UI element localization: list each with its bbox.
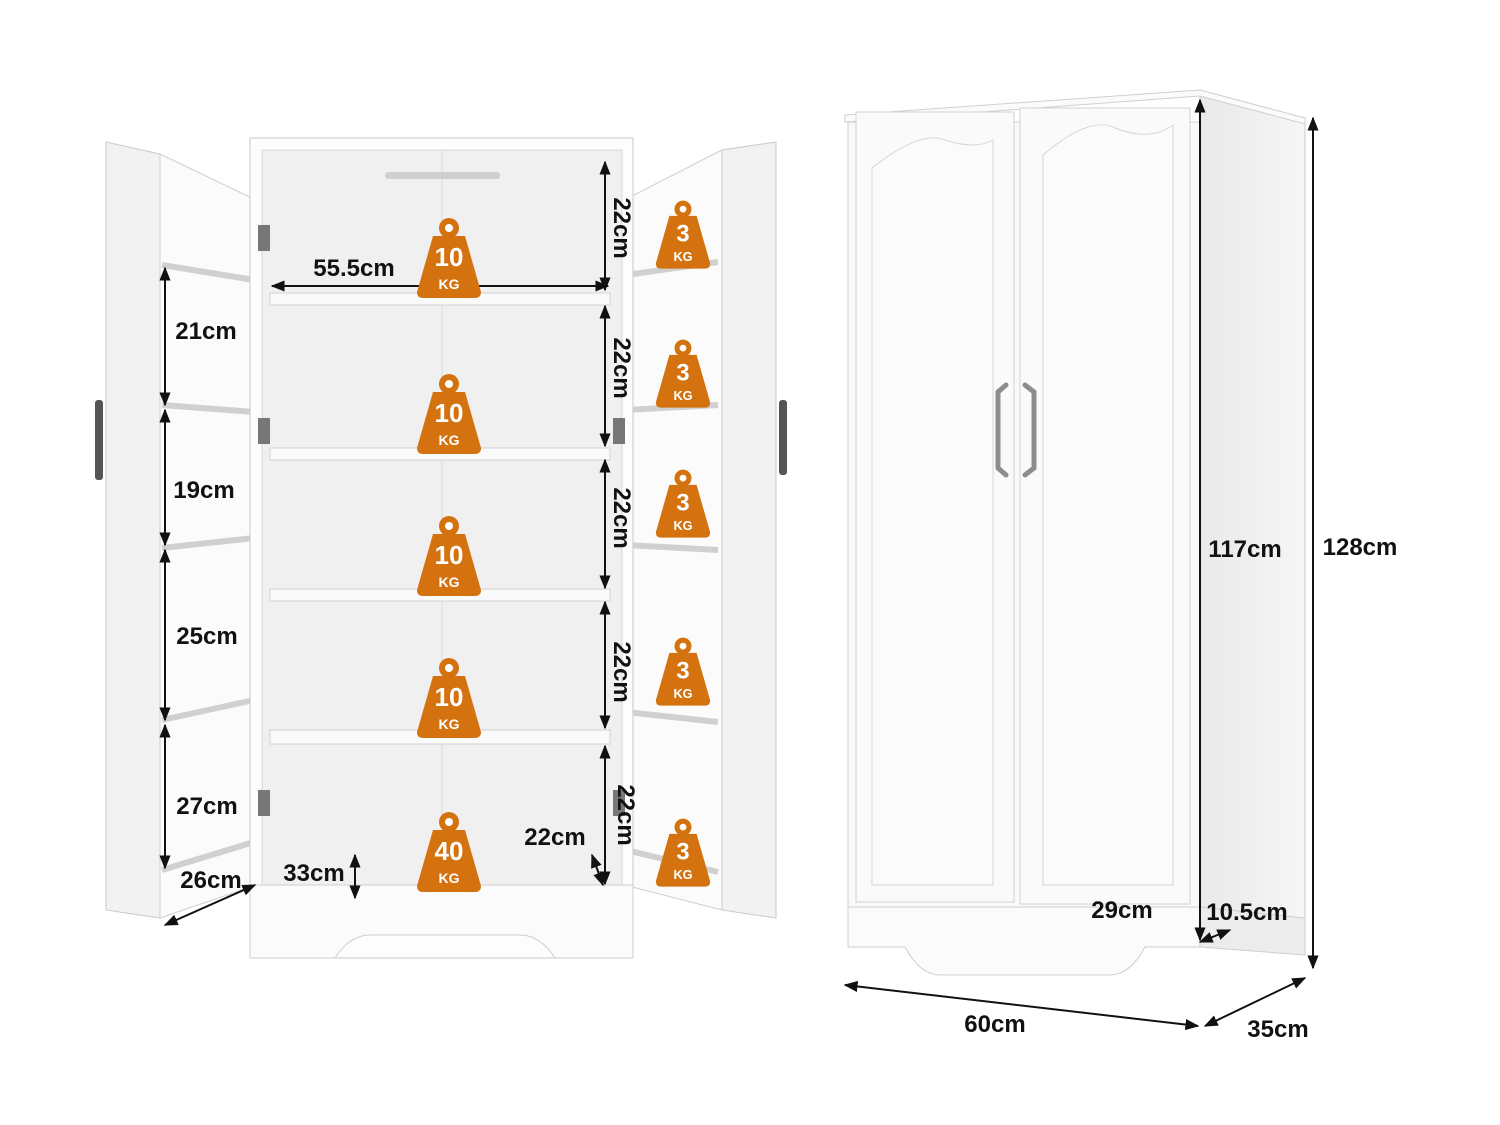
svg-text:KG: KG: [673, 686, 692, 701]
svg-text:KG: KG: [439, 870, 460, 886]
closed-cabinet-dimension-lines: [843, 98, 1319, 1031]
door-weight-badge: 3 KG: [655, 200, 711, 269]
svg-text:KG: KG: [673, 388, 692, 403]
door-gap-label: 25cm: [176, 623, 237, 650]
svg-text:KG: KG: [439, 276, 460, 292]
svg-text:KG: KG: [673, 249, 692, 264]
door-gap-label: 19cm: [173, 477, 234, 504]
closed-cabinet-illustration: [844, 89, 1306, 976]
door-gap-label: 21cm: [175, 318, 236, 345]
shelf-gap-label: 22cm: [608, 337, 635, 398]
svg-text:40: 40: [435, 836, 464, 866]
svg-text:3: 3: [676, 359, 689, 386]
shelf-gap-label: 22cm: [608, 197, 635, 258]
svg-text:KG: KG: [673, 518, 692, 533]
shelf-gap-label: 22cm: [608, 487, 635, 548]
door-height-label: 117cm: [1208, 536, 1281, 563]
svg-text:10: 10: [435, 398, 464, 428]
shelf-weight-badge: 10 KG: [417, 374, 481, 454]
svg-text:KG: KG: [439, 432, 460, 448]
shelf-weight-badge: 10 KG: [417, 516, 481, 596]
shelf-gap-label: 22cm: [612, 784, 639, 845]
open-cabinet-dimension-lines: [159, 160, 611, 926]
bottom-clearance-label: 33cm: [283, 860, 344, 887]
svg-text:3: 3: [676, 489, 689, 516]
svg-text:10: 10: [435, 540, 464, 570]
side-depth-label: 10.5cm: [1206, 899, 1287, 926]
svg-text:KG: KG: [439, 716, 460, 732]
svg-text:3: 3: [676, 657, 689, 684]
total-height-label: 128cm: [1323, 534, 1398, 561]
interior-width-label: 55.5cm: [313, 255, 394, 282]
svg-text:3: 3: [676, 838, 689, 865]
shelf-weight-badge: 10 KG: [417, 658, 481, 738]
depth-label: 35cm: [1247, 1016, 1308, 1043]
bottom-depth-label: 22cm: [524, 824, 585, 851]
door-gap-label: 27cm: [176, 793, 237, 820]
svg-text:3: 3: [676, 220, 689, 247]
svg-text:KG: KG: [439, 574, 460, 590]
shelf-weight-badge: 10 KG: [417, 218, 481, 298]
door-weight-badge: 3 KG: [655, 818, 711, 887]
svg-text:10: 10: [435, 682, 464, 712]
shelf-gap-label: 22cm: [608, 641, 635, 702]
width-label: 60cm: [964, 1011, 1025, 1038]
svg-text:KG: KG: [673, 867, 692, 882]
bottom-weight-badge: 40 KG: [417, 812, 481, 892]
door-weight-badge: 3 KG: [655, 637, 711, 706]
door-width-label: 26cm: [180, 867, 241, 894]
door-weight-badge: 3 KG: [655, 469, 711, 538]
door-panel-width-label: 29cm: [1091, 897, 1152, 924]
door-weight-badge: 3 KG: [655, 339, 711, 408]
svg-text:10: 10: [435, 242, 464, 272]
